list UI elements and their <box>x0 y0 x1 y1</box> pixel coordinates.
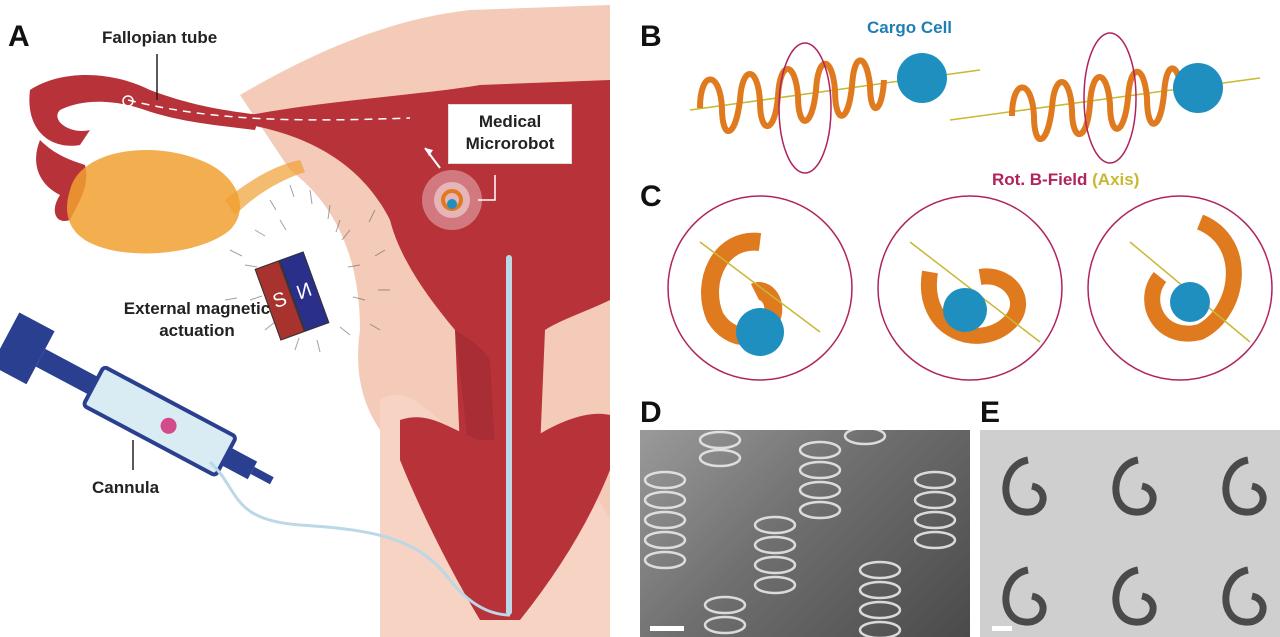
helix-left <box>690 43 980 173</box>
actuation-label: External magnetic actuation <box>112 298 282 342</box>
medical-microrobot-callout: Medical Microrobot <box>448 104 572 164</box>
cargo-1 <box>736 308 784 356</box>
field-loop-left <box>779 43 831 173</box>
rot-b-field-label: Rot. B-Field (Axis) <box>992 170 1139 190</box>
field-label-text: Rot. B-Field <box>992 170 1087 189</box>
sem-helix <box>755 517 795 593</box>
sem-helix <box>700 432 740 466</box>
sem-helix <box>845 430 885 444</box>
fallopian-tube-label: Fallopian tube <box>102 28 217 48</box>
panel-letter-c: C <box>640 182 662 212</box>
sem-spiral <box>1226 460 1263 512</box>
axis-label-text: (Axis) <box>1092 170 1139 189</box>
sem-helix <box>800 442 840 518</box>
ovary <box>67 150 240 253</box>
sem-helix <box>645 472 685 568</box>
panel-letter-d: D <box>640 398 662 428</box>
cargo-3 <box>1170 282 1210 322</box>
sem-spiral <box>1226 570 1263 622</box>
rotation-view-2 <box>878 196 1062 380</box>
sem-helix <box>705 597 745 633</box>
panel-a: A Fallopian tube Medical Microrobot S N … <box>0 0 620 637</box>
microrobot-cargo <box>447 199 457 209</box>
sem-spiral <box>1006 460 1043 512</box>
sem-spiral <box>1006 570 1043 622</box>
rotation-view-1 <box>668 196 852 380</box>
actuation-label-line-1: External magnetic <box>112 298 282 320</box>
cargo-2 <box>943 288 987 332</box>
callout-line-1: Medical <box>453 111 567 133</box>
cannula-label: Cannula <box>92 478 159 498</box>
cargo-cell-right <box>1173 63 1223 113</box>
catheter-tube <box>506 255 512 615</box>
helix-right <box>950 33 1260 163</box>
panel-letter-a: A <box>8 22 30 52</box>
fallopian-tube <box>29 75 260 146</box>
sem-helix <box>915 472 955 548</box>
sem-spiral <box>1116 460 1153 512</box>
sem-image-helices <box>640 430 970 637</box>
helix-coil-right <box>1012 68 1182 139</box>
sem-spiral <box>1116 570 1153 622</box>
panel-letter-b: B <box>640 22 662 52</box>
scale-bar-d <box>650 626 684 631</box>
sem-helix <box>860 562 900 637</box>
callout-line-2: Microrobot <box>453 133 567 155</box>
panel-b-helix-diagram <box>660 30 1280 180</box>
rotation-view-3 <box>1088 196 1272 380</box>
panel-c-rotation-diagram <box>660 192 1280 392</box>
actuation-label-line-2: actuation <box>112 320 282 342</box>
scale-bar-e <box>992 626 1012 631</box>
panel-letter-e: E <box>980 398 1000 428</box>
ovarian-ligament <box>225 160 305 215</box>
sem-image-spirals <box>980 430 1280 637</box>
cargo-cell-left <box>897 53 947 103</box>
